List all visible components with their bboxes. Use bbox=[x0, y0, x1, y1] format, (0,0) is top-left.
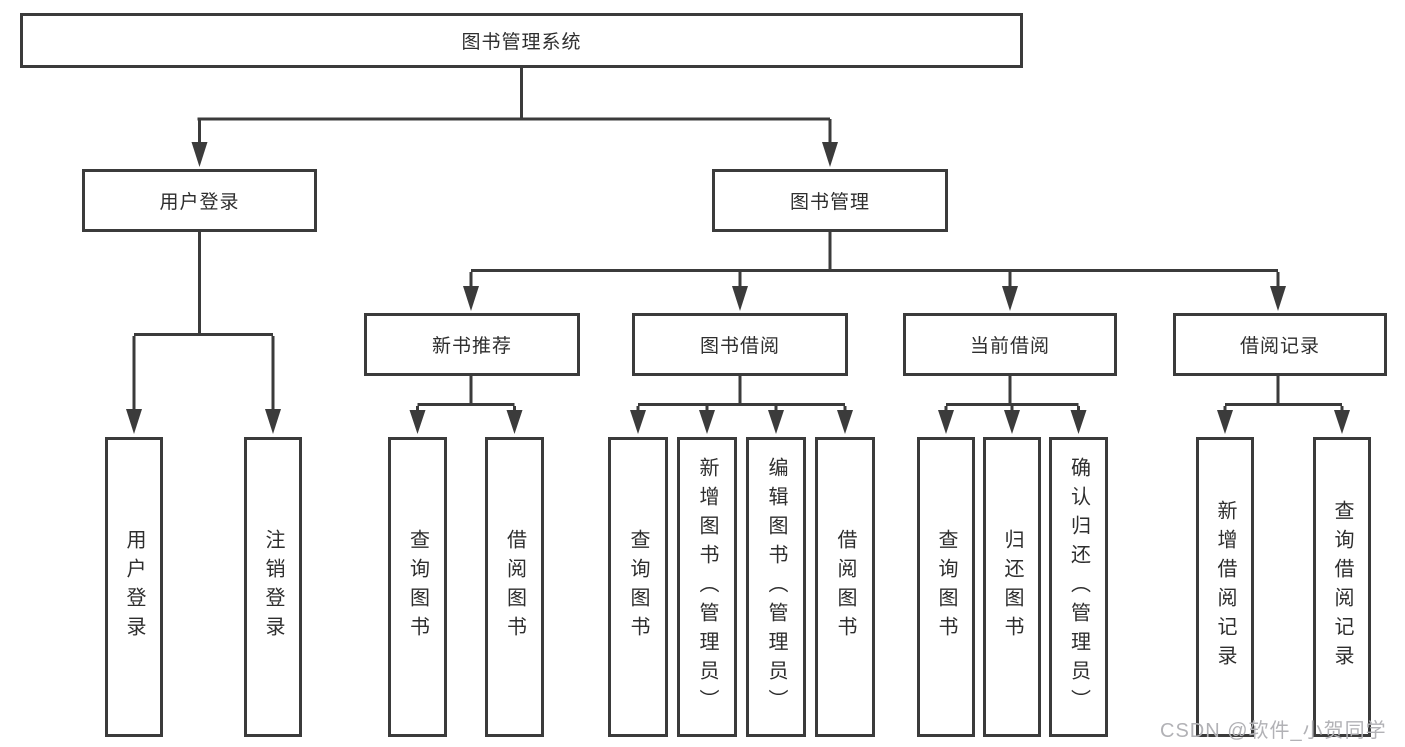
connector-current-to-leaves bbox=[944, 376, 1080, 413]
arrowhead-icon bbox=[1334, 410, 1350, 434]
leaf-borrow-books-2: 借阅图书 bbox=[815, 437, 875, 737]
leaf-confirm-return-admin-label: 确认归还（管理员） bbox=[1067, 456, 1090, 718]
connector-borrowing-to-leaves bbox=[636, 376, 847, 413]
arrowhead-icon bbox=[768, 410, 784, 434]
arrowhead-icon bbox=[837, 410, 853, 434]
leaf-user-login: 用户登录 bbox=[105, 437, 163, 737]
leaf-borrow-books-1-label: 借阅图书 bbox=[503, 529, 526, 645]
leaf-borrow-books-2-label: 借阅图书 bbox=[834, 529, 856, 645]
arrowhead-icon bbox=[1070, 410, 1087, 434]
arrowhead-icon bbox=[699, 410, 715, 434]
arrowhead-icon bbox=[732, 286, 748, 311]
connector-bookmgmt-to-level3 bbox=[469, 232, 1280, 290]
arrowhead-icon bbox=[630, 410, 646, 434]
node-book-management: 图书管理 bbox=[712, 169, 948, 232]
arrowhead-icon bbox=[1270, 286, 1286, 311]
leaf-query-books-1-label: 查询图书 bbox=[406, 529, 429, 645]
node-book-management-label: 图书管理 bbox=[789, 192, 870, 213]
leaf-query-books-2-label: 查询图书 bbox=[627, 529, 649, 645]
node-new-book-recommend: 新书推荐 bbox=[364, 313, 580, 376]
node-book-borrowing-label: 图书借阅 bbox=[699, 336, 780, 357]
csdn-watermark: CSDN @软件_小贺同学 bbox=[1160, 720, 1387, 742]
leaf-user-login-label: 用户登录 bbox=[123, 529, 145, 645]
leaf-query-books-1: 查询图书 bbox=[388, 437, 447, 737]
node-user-login: 用户登录 bbox=[82, 169, 317, 232]
arrowhead-icon bbox=[463, 286, 479, 311]
leaf-edit-book-admin-label: 编辑图书（管理员） bbox=[765, 456, 787, 718]
arrowhead-icon bbox=[1217, 410, 1233, 434]
leaf-add-borrow-record: 新增借阅记录 bbox=[1196, 437, 1254, 737]
leaf-return-book-label: 归还图书 bbox=[1001, 529, 1023, 645]
node-borrow-records-label: 借阅记录 bbox=[1239, 336, 1320, 357]
connector-root-to-level2 bbox=[197, 68, 832, 146]
arrowhead-icon bbox=[938, 410, 954, 434]
arrowhead-icon bbox=[1004, 410, 1020, 434]
leaf-edit-book-admin: 编辑图书（管理员） bbox=[746, 437, 806, 737]
node-root-system-label: 图书管理系统 bbox=[461, 32, 582, 53]
leaf-query-books-3: 查询图书 bbox=[917, 437, 975, 737]
arrowhead-icon bbox=[1002, 286, 1018, 311]
leaf-return-book: 归还图书 bbox=[983, 437, 1041, 737]
arrowhead-icon bbox=[265, 409, 281, 434]
leaf-add-book-admin: 新增图书（管理员） bbox=[677, 437, 737, 737]
node-borrow-records: 借阅记录 bbox=[1173, 313, 1387, 376]
connector-userlogin-to-leaves bbox=[132, 232, 275, 413]
leaf-logout-label: 注销登录 bbox=[262, 529, 284, 645]
node-root-system: 图书管理系统 bbox=[20, 13, 1023, 68]
leaf-query-borrow-record: 查询借阅记录 bbox=[1313, 437, 1371, 737]
node-new-book-recommend-label: 新书推荐 bbox=[431, 336, 512, 357]
leaf-borrow-books-1: 借阅图书 bbox=[485, 437, 544, 737]
arrowhead-icon bbox=[191, 142, 208, 167]
node-user-login-label: 用户登录 bbox=[159, 192, 240, 213]
leaf-query-books-2: 查询图书 bbox=[608, 437, 668, 737]
node-book-borrowing: 图书借阅 bbox=[632, 313, 848, 376]
leaf-add-borrow-record-label: 新增借阅记录 bbox=[1214, 500, 1236, 674]
leaf-query-borrow-record-label: 查询借阅记录 bbox=[1331, 500, 1353, 674]
leaf-add-book-admin-label: 新增图书（管理员） bbox=[696, 456, 718, 718]
node-current-borrowing: 当前借阅 bbox=[903, 313, 1117, 376]
leaf-confirm-return-admin: 确认归还（管理员） bbox=[1049, 437, 1108, 737]
arrowhead-icon bbox=[506, 410, 523, 434]
leaf-query-books-3-label: 查询图书 bbox=[935, 529, 957, 645]
connector-newbook-to-leaves bbox=[416, 376, 516, 413]
arrowhead-icon bbox=[409, 410, 426, 434]
leaf-logout: 注销登录 bbox=[244, 437, 302, 737]
arrowhead-icon bbox=[822, 142, 838, 167]
node-current-borrowing-label: 当前借阅 bbox=[969, 336, 1050, 357]
arrowhead-icon bbox=[126, 409, 142, 434]
connector-records-to-leaves bbox=[1223, 376, 1344, 413]
